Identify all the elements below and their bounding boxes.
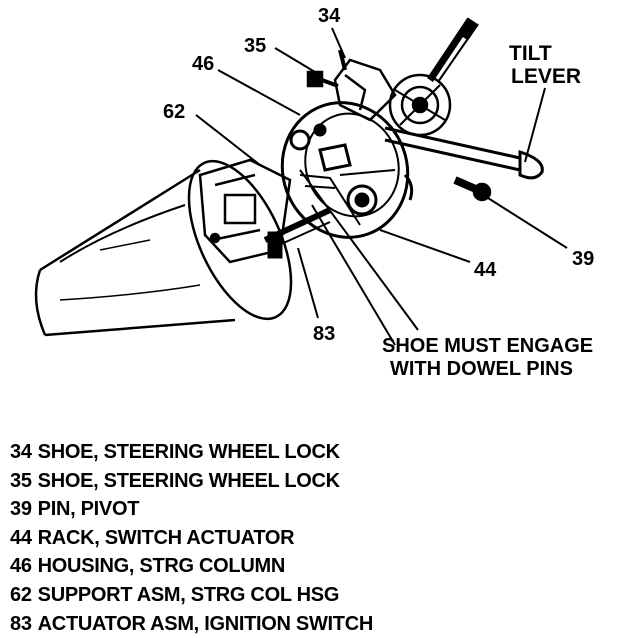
callout-39: 39 [572,248,594,270]
leader-lines [195,27,568,346]
callout-46: 46 [192,53,214,75]
legend-number: 62 [10,583,32,606]
leader-tilt-lever [524,87,546,163]
callout-44: 44 [474,259,497,281]
ignition-switch-actuator [263,207,332,259]
note-tilt-line1: TILT [509,42,552,65]
note-shoe-line2: WITH DOWEL PINS [390,358,573,380]
pivot-pin [453,176,492,202]
note-tilt-line2: LEVER [511,65,581,88]
legend-number: 39 [10,498,32,521]
legend-number: 44 [10,526,32,549]
legend-number: 83 [10,612,32,635]
legend-label: SUPPORT ASM, STRG COL HSG [37,583,340,606]
steering-column-exploded-diagram: 34 35 46 62 83 44 39 TILT LEVER SHOE MUS… [34,5,594,380]
steering-column-housing [280,101,414,239]
leader-34 [331,27,346,59]
switch-actuator-rack [299,174,361,226]
leader-46 [217,69,301,116]
leader-62 [195,114,261,166]
legend-label: SHOE, STEERING WHEEL LOCK [37,441,340,463]
column-support-tube [34,159,293,337]
callout-35: 35 [244,35,266,57]
leader-shoe-1 [299,169,419,331]
leader-35 [274,47,316,73]
tilt-lever [384,126,544,180]
leader-shoe-2 [311,204,396,346]
legend-number: 46 [10,555,32,578]
note-shoe-line1: SHOE MUST ENGAGE [382,335,593,357]
callout-83: 83 [313,323,335,345]
leader-44 [379,229,471,263]
steering-shaft [427,17,479,83]
legend-label: RACK, SWITCH ACTUATOR [37,526,295,549]
legend-label: ACTUATOR ASM, IGNITION SWITCH [37,612,374,635]
legend-number: 35 [10,469,32,492]
leader-39 [487,197,568,249]
legend-number: 34 [10,441,32,463]
callout-62: 62 [163,101,185,123]
callout-34: 34 [318,5,341,27]
tilt-mechanism-gear [388,73,452,137]
leader-83 [297,247,319,319]
legend-label: SHOE, STEERING WHEEL LOCK [37,469,340,492]
legend-label: HOUSING, STRG COLUMN [37,555,286,578]
legend-label: PIN, PIVOT [37,498,140,521]
steering-wheel-lock-shoes [306,49,397,122]
